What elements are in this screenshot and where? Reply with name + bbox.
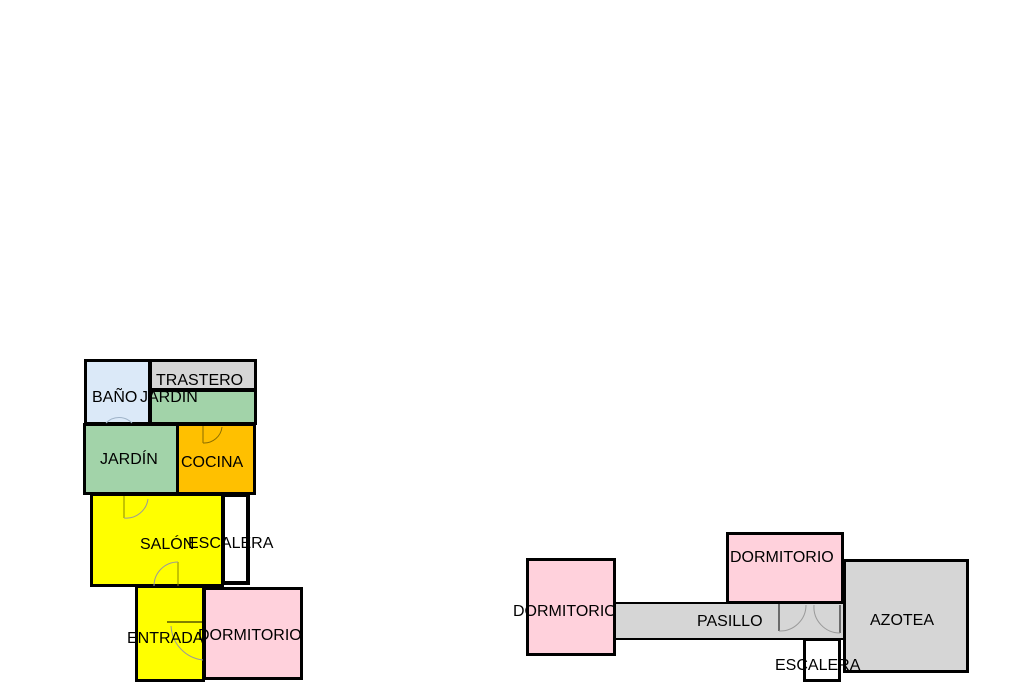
door-front-icon bbox=[167, 621, 204, 661]
door-entrance-icon bbox=[153, 561, 179, 587]
label-bedroom-ground: DORMITORIO bbox=[198, 627, 302, 644]
door-kitchen-icon bbox=[202, 426, 223, 444]
label-kitchen: COCINA bbox=[181, 454, 244, 471]
label-bathroom: BAÑO bbox=[92, 389, 138, 406]
room-storage bbox=[149, 359, 257, 391]
room-bedroom-ground bbox=[203, 587, 303, 680]
label-stairs-upper: ESCALERA bbox=[775, 657, 861, 674]
door-bathroom-icon bbox=[105, 417, 133, 424]
door-corridor-icon bbox=[778, 604, 807, 632]
label-living: SALÓN bbox=[140, 536, 195, 553]
label-entrance: ENTRADA bbox=[127, 630, 204, 647]
label-bedroom-top: DORMITORIO bbox=[730, 549, 834, 566]
room-stairs-upper bbox=[803, 638, 841, 682]
room-terrace bbox=[843, 559, 969, 673]
label-garden: JARDÍN bbox=[100, 451, 158, 468]
label-storage: TRASTERO bbox=[156, 372, 244, 389]
room-stairs-ground bbox=[221, 493, 250, 585]
room-entrance bbox=[135, 585, 205, 682]
room-bathroom bbox=[84, 359, 151, 425]
label-corridor: PASILLO bbox=[697, 613, 763, 630]
room-bedroom-top bbox=[726, 532, 844, 604]
door-terrace-icon bbox=[813, 604, 841, 634]
label-stairs-ground: ESCALERA bbox=[188, 535, 274, 552]
label-terrace: AZOTEA bbox=[870, 612, 935, 629]
door-living-icon bbox=[123, 496, 149, 519]
label-garden-small: JARDÍN bbox=[140, 389, 198, 406]
label-bedroom-left: DORMITORIO bbox=[513, 603, 617, 620]
